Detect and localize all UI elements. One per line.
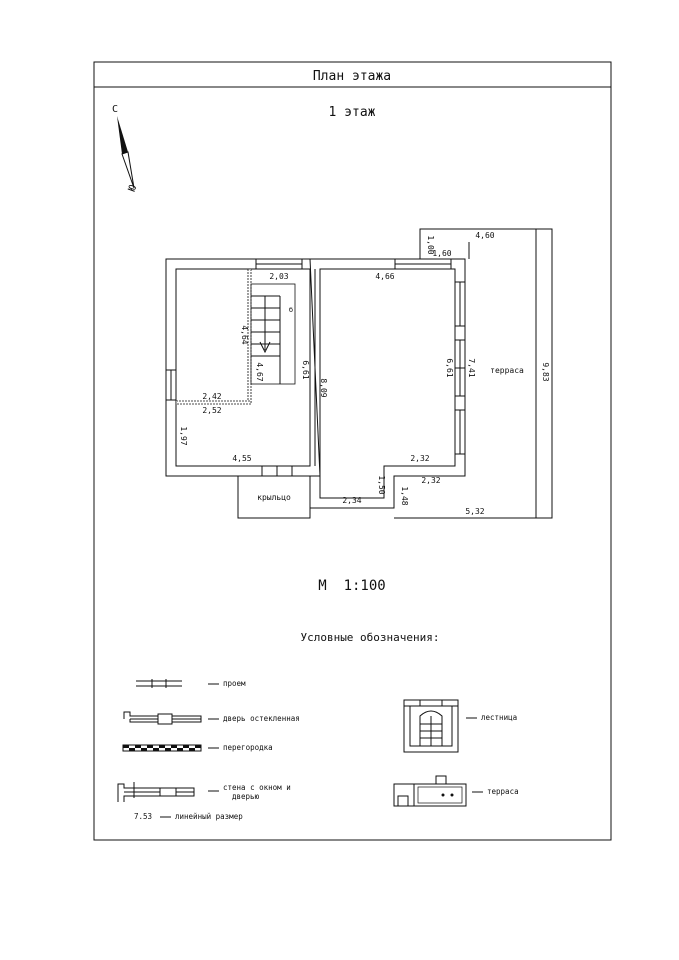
- dim-1-48: 1,48: [400, 486, 409, 505]
- dim-6-61-left: 6,61: [301, 360, 310, 379]
- legend-wall-label-1: стена с окном и: [223, 783, 291, 792]
- stair-mark: б: [289, 306, 293, 314]
- dim-2-42: 2,42: [202, 392, 221, 401]
- dimension-labels: 2,03 4,66 1,00 4,60 1,60 4,64 4,67 6,61 …: [179, 231, 550, 516]
- exterior-wall: [165, 258, 321, 477]
- legend-partition: перегородка: [122, 743, 273, 752]
- dim-4-64: 4,64: [240, 325, 249, 344]
- legend-opening: проем: [136, 679, 246, 688]
- dim-5-32: 5,32: [465, 507, 484, 516]
- dim-1-50: 1,50: [377, 475, 386, 494]
- door-right: [454, 339, 466, 397]
- dim-2-32-b: 2,32: [421, 476, 440, 485]
- window-right-2: [454, 409, 466, 455]
- legend-linear-size: 7.53 линейный размер: [134, 812, 243, 821]
- entrance-door: [261, 465, 293, 477]
- dim-4-67: 4,67: [255, 362, 264, 381]
- compass-icon: С Ю: [112, 104, 139, 193]
- terrace-label: терраса: [490, 366, 524, 375]
- legend-stairs-label: лестница: [481, 713, 517, 722]
- compass-south-label: Ю: [127, 184, 139, 193]
- dim-1-00: 1,00: [426, 235, 435, 254]
- dim-4-66: 4,66: [375, 272, 394, 281]
- exterior-wall-right: [309, 258, 466, 509]
- porch-label: крыльцо: [257, 493, 291, 502]
- legend-stairs: лестница: [403, 699, 517, 753]
- dim-1-97: 1,97: [179, 426, 188, 445]
- legend-title: Условные обозначения:: [300, 631, 439, 644]
- dim-2-52: 2,52: [202, 406, 221, 415]
- window-top-left: [255, 258, 303, 270]
- dim-2-34: 2,34: [342, 496, 361, 505]
- window-right-1: [454, 281, 466, 327]
- dim-6-61-right: 6,61: [445, 358, 454, 377]
- dim-4-60: 4,60: [475, 231, 494, 240]
- legend-linear-label: линейный размер: [175, 812, 243, 821]
- dim-4-55: 4,55: [232, 454, 251, 463]
- legend-glazed-door: дверь остекленная: [123, 711, 300, 725]
- sheet-frame: [93, 61, 612, 841]
- legend-wall-window-door: стена с окном и дверью: [117, 782, 291, 802]
- staircase: б: [250, 283, 296, 385]
- legend-terrace: терраса: [393, 775, 519, 807]
- window-left: [165, 369, 177, 401]
- legend-linear-value: 7.53: [134, 812, 152, 821]
- dim-2-03: 2,03: [269, 272, 288, 281]
- legend-wall-label-2: дверью: [232, 792, 260, 801]
- legend-opening-label: проем: [223, 679, 246, 688]
- legend-glazed-door-label: дверь остекленная: [223, 714, 300, 723]
- compass-north-label: С: [112, 104, 118, 115]
- dim-8-09: 8,09: [319, 378, 328, 397]
- sheet-title: План этажа: [313, 69, 391, 84]
- legend-terrace-label: терраса: [487, 787, 519, 796]
- partition-wall: [175, 268, 252, 405]
- legend-partition-label: перегородка: [223, 743, 273, 752]
- scale-label: М 1:100: [318, 578, 385, 594]
- floor-label: 1 этаж: [329, 105, 376, 120]
- dim-2-32-a: 2,32: [410, 454, 429, 463]
- partition-hatch-icon: [123, 745, 201, 751]
- terrace-outline: [394, 228, 553, 519]
- dim-7-41: 7,41: [467, 358, 476, 377]
- window-top-right: [394, 258, 452, 270]
- dim-1-60: 1,60: [432, 249, 451, 258]
- floor-plan: б: [165, 228, 553, 519]
- porch: [237, 475, 311, 519]
- dim-9-83: 9,83: [541, 362, 550, 381]
